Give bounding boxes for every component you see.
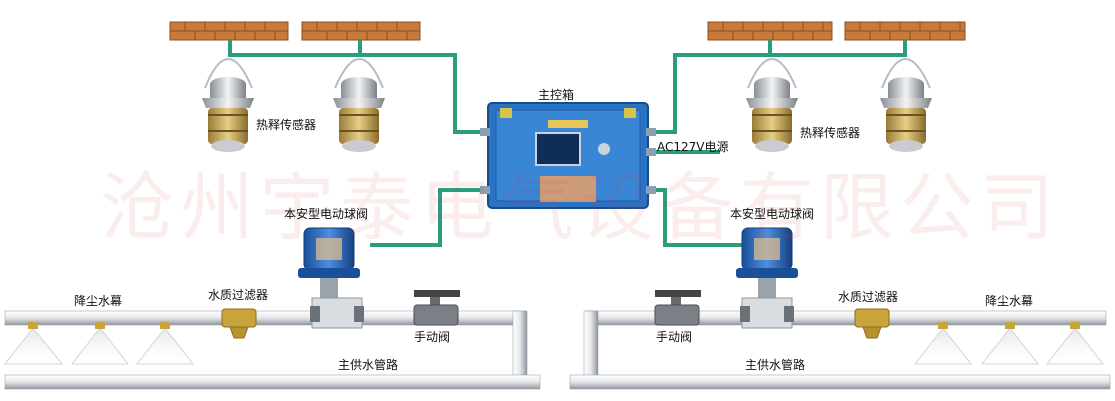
spray-nozzles-right: [913, 322, 1105, 365]
main-control-box: [480, 102, 656, 209]
electric-ball-valve-right: [736, 227, 798, 329]
brick-wall-left-2: [301, 21, 421, 41]
manual-valve-left: [413, 290, 460, 326]
electric-ball-valve-left: [298, 227, 364, 329]
company-watermark: 沧州宇泰电气设备有限公司: [100, 165, 1060, 251]
sensor-label-left: 热释传感器: [256, 118, 317, 132]
brick-wall-right-1: [707, 21, 833, 41]
manual-valve-label-right: 手动阀: [656, 330, 693, 344]
right-pipe-system: [569, 310, 1111, 390]
spray-nozzles-left: [3, 322, 195, 365]
curtain-label-right: 降尘水幕: [985, 294, 1034, 308]
water-filter-right: [854, 308, 890, 339]
brick-wall-left-1: [169, 21, 289, 41]
valve-label-right: 本安型电动球阀: [730, 207, 815, 221]
filter-label-right: 水质过滤器: [838, 290, 899, 304]
water-filter-left: [221, 308, 257, 339]
filter-label-left: 水质过滤器: [208, 288, 269, 302]
manual-valve-right: [654, 290, 701, 326]
main-pipe-label-right: 主供水管路: [745, 358, 806, 372]
valve-label-left: 本安型电动球阀: [284, 207, 369, 221]
power-label: AC127V电源: [657, 140, 729, 154]
curtain-label-left: 降尘水幕: [74, 294, 123, 308]
heat-sensor-3: [746, 77, 798, 152]
manual-valve-label-left: 手动阀: [414, 330, 451, 344]
main-pipe-label-left: 主供水管路: [338, 358, 399, 372]
main-box-label: 主控箱: [538, 88, 575, 102]
heat-sensor-2: [333, 77, 385, 152]
left-pipe-system: [4, 310, 541, 390]
sensor-label-right: 热释传感器: [800, 126, 861, 140]
heat-sensor-1: [202, 77, 254, 152]
heat-sensor-4: [880, 77, 932, 152]
brick-wall-right-2: [844, 21, 966, 41]
